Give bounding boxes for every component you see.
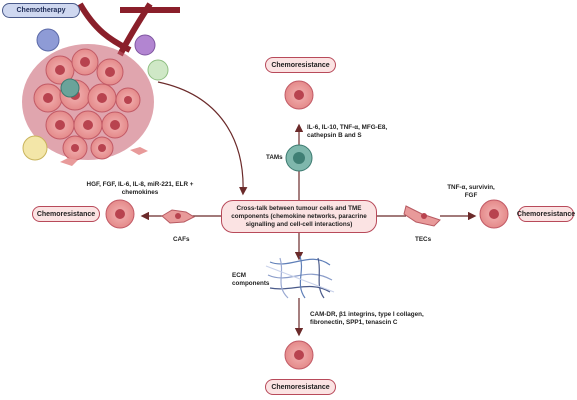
- chemoresistance-bottom: Chemoresistance: [265, 379, 336, 395]
- tams-factors: IL-6, IL-10, TNF-α, MFG-E8, cathepsin B …: [307, 124, 388, 139]
- tumour-to-crosstalk-arrow: [157, 81, 248, 196]
- tam-cell-icon: [285, 144, 313, 172]
- resistant-cell-bottom: [284, 340, 314, 370]
- cafs-factors: HGF, FGF, IL-6, IL-8, miR-221, ELR + che…: [86, 181, 194, 196]
- chemoresistance-left: Chemoresistance: [32, 206, 100, 222]
- resistant-cell-top: [284, 80, 314, 110]
- resistant-cell-left: [105, 199, 135, 229]
- chemoresistance-top: Chemoresistance: [265, 57, 336, 73]
- ecm-label: ECM components: [232, 272, 270, 287]
- crosstalk-box: Cross-talk between tumour cells and TME …: [221, 200, 377, 233]
- tec-cell-icon: [403, 205, 441, 227]
- chemotherapy-badge: Chemotherapy: [2, 3, 80, 18]
- ecm-factors: CAM-DR, β1 integrins, type I collagen, f…: [310, 311, 424, 326]
- ecm-mesh-icon: [265, 255, 335, 299]
- cafs-label: CAFs: [173, 236, 190, 243]
- tecs-label: TECs: [415, 236, 432, 243]
- resistant-cell-right: [479, 199, 509, 229]
- tecs-factors: TNF-α, survivin, FGF: [447, 184, 495, 199]
- tams-label: TAMs: [266, 154, 283, 161]
- chemoresistance-right: Chemoresistance: [517, 206, 575, 222]
- tumour-microenvironment-illustration: [22, 2, 180, 166]
- caf-cell-icon: [161, 209, 196, 224]
